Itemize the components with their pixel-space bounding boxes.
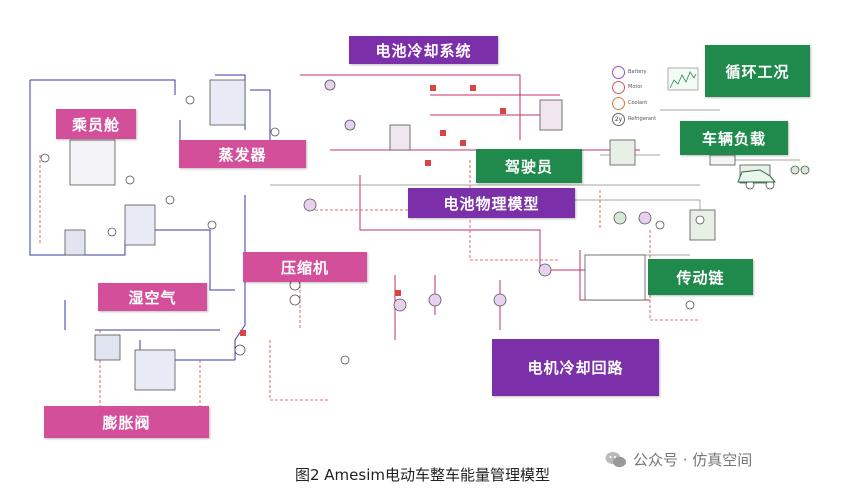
- label-expansion-valve: 膨胀阀: [44, 406, 209, 438]
- label-compressor: 压缩机: [243, 252, 367, 282]
- legend-refrigerant-label: Refrigerant: [628, 116, 657, 122]
- label-evaporator: 蒸发器: [179, 140, 306, 168]
- drive-cycle-icon: [667, 67, 699, 91]
- label-vehicle-load: 车辆负载: [680, 121, 788, 155]
- legend-battery-icon: [612, 66, 625, 79]
- label-driver: 驾驶员: [476, 149, 582, 183]
- legend-motor-icon: [612, 81, 625, 94]
- watermark-text: 公众号 · 仿真空间: [633, 451, 753, 469]
- label-cabin: 乘员舱: [56, 109, 136, 139]
- legend-battery-label: Battery: [628, 69, 647, 75]
- round-components: [40, 79, 810, 365]
- legend-coolant-label: Coolant: [628, 100, 648, 106]
- label-humid-air: 湿空气: [98, 283, 207, 311]
- legend-coolant-icon: [612, 97, 625, 110]
- label-motor-cooling: 电机冷却回路: [492, 339, 659, 396]
- component-blocks: [64, 79, 771, 391]
- legend-refrigerant-icon: 2y: [612, 113, 625, 126]
- label-driveline: 传动链: [648, 259, 753, 295]
- valve-marks: [240, 85, 506, 336]
- wechat-icon: [605, 451, 626, 467]
- car-icon: [737, 169, 777, 183]
- watermark: 公众号 · 仿真空间: [605, 449, 752, 470]
- label-battery-model: 电池物理模型: [408, 188, 575, 218]
- legend-motor-label: Motor: [628, 84, 643, 90]
- figure-caption: 图2 Amesim电动车整车能量管理模型: [294, 466, 550, 484]
- label-drive-cycle: 循环工况: [705, 45, 810, 97]
- label-battery-cooling: 电池冷却系统: [349, 36, 498, 64]
